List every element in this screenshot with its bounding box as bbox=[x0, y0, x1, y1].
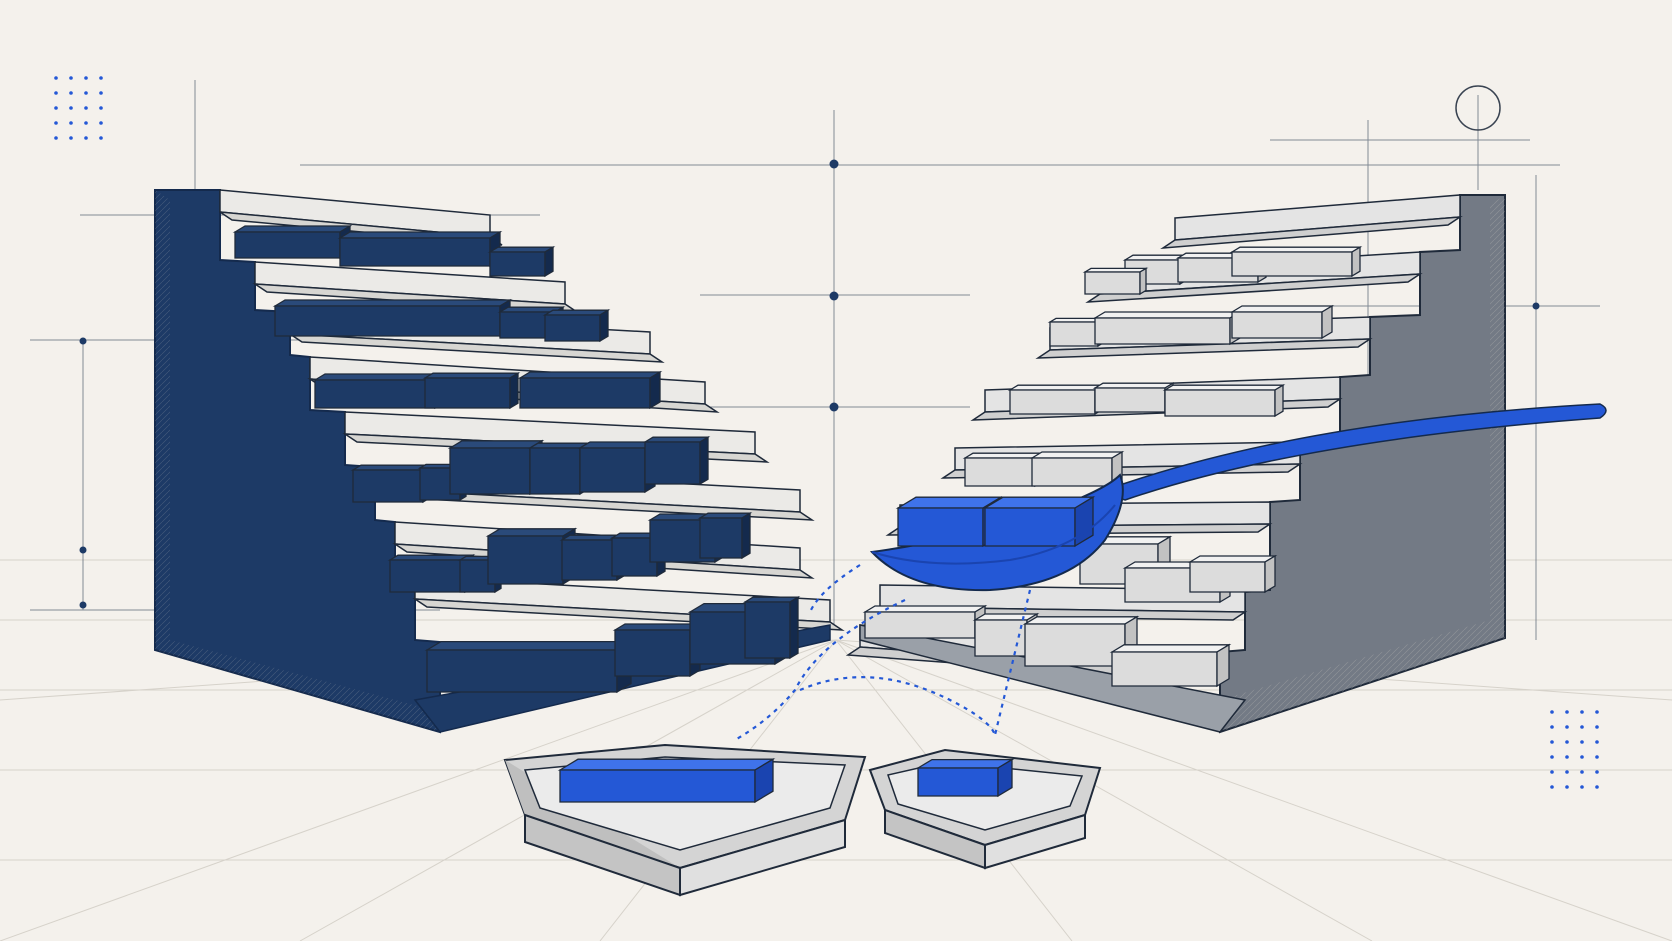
dot bbox=[84, 76, 88, 80]
dot bbox=[84, 121, 88, 125]
right-stair-ledge bbox=[1160, 216, 1463, 249]
gray-block bbox=[1082, 267, 1149, 296]
dot bbox=[1550, 725, 1554, 729]
dot bbox=[69, 121, 73, 125]
guide-nodes bbox=[79, 159, 1540, 609]
circle-outline-icon bbox=[1455, 85, 1501, 131]
dot bbox=[99, 91, 103, 95]
dot bbox=[1580, 770, 1584, 774]
navy-block bbox=[422, 372, 521, 410]
dot bbox=[99, 76, 103, 80]
dot bbox=[1550, 770, 1554, 774]
navy-block bbox=[487, 246, 556, 278]
navy-block bbox=[577, 440, 658, 494]
right-stair-ledge bbox=[1085, 273, 1423, 303]
navy-block bbox=[232, 224, 353, 260]
dot bbox=[1565, 785, 1569, 789]
dot bbox=[1580, 785, 1584, 789]
navy-block bbox=[337, 230, 503, 268]
dot bbox=[54, 121, 58, 125]
navy-block bbox=[527, 442, 591, 496]
dot bbox=[1580, 755, 1584, 759]
dot-grid-bottom-right bbox=[1550, 710, 1599, 789]
gray-block bbox=[1229, 304, 1335, 340]
dot bbox=[69, 136, 73, 140]
gray-block bbox=[1029, 450, 1125, 488]
dot bbox=[1565, 725, 1569, 729]
navy-block bbox=[612, 622, 703, 678]
dot bbox=[1550, 710, 1554, 714]
navy-block bbox=[742, 596, 801, 660]
gray-block bbox=[1092, 310, 1243, 346]
dot bbox=[84, 91, 88, 95]
dot bbox=[1580, 725, 1584, 729]
dot bbox=[69, 76, 73, 80]
dot bbox=[1580, 740, 1584, 744]
dot bbox=[54, 136, 58, 140]
blue-block bbox=[982, 496, 1096, 548]
dot bbox=[84, 106, 88, 110]
gray-block bbox=[862, 604, 988, 640]
gray-block bbox=[1092, 382, 1176, 414]
right-stair-ledge bbox=[1035, 338, 1373, 359]
left-stair-ledge bbox=[287, 333, 665, 363]
blue-scoop-icon bbox=[869, 403, 1607, 592]
gray-block bbox=[1162, 384, 1286, 418]
dot bbox=[69, 91, 73, 95]
dot bbox=[54, 106, 58, 110]
navy-block bbox=[642, 436, 711, 486]
dot-grid-top-left bbox=[54, 76, 103, 140]
dot bbox=[1565, 755, 1569, 759]
navy-block bbox=[697, 512, 753, 560]
gray-block bbox=[1109, 643, 1232, 688]
dot bbox=[99, 136, 103, 140]
dot bbox=[1565, 770, 1569, 774]
dot bbox=[1580, 710, 1584, 714]
blue-block bbox=[915, 758, 1015, 798]
navy-block bbox=[272, 298, 513, 338]
dot bbox=[1595, 725, 1599, 729]
navy-block bbox=[517, 370, 663, 410]
dot bbox=[99, 121, 103, 125]
blue-block bbox=[557, 758, 776, 804]
dot bbox=[1565, 740, 1569, 744]
dot bbox=[1595, 740, 1599, 744]
navy-block bbox=[542, 309, 611, 343]
left-staircase bbox=[154, 189, 845, 734]
tray-icon bbox=[503, 743, 1102, 897]
navy-block bbox=[350, 464, 434, 504]
right-staircase bbox=[845, 194, 1506, 734]
navy-block bbox=[387, 554, 476, 594]
dot bbox=[1565, 710, 1569, 714]
dot bbox=[99, 106, 103, 110]
dot bbox=[1595, 710, 1599, 714]
dot bbox=[69, 106, 73, 110]
gray-block bbox=[1007, 384, 1106, 416]
navy-block bbox=[447, 439, 545, 496]
dot bbox=[1595, 785, 1599, 789]
navy-block bbox=[424, 640, 634, 694]
gray-block bbox=[1187, 554, 1278, 594]
gray-block bbox=[1229, 246, 1363, 278]
dot bbox=[1595, 770, 1599, 774]
dot bbox=[1550, 740, 1554, 744]
dot bbox=[1595, 755, 1599, 759]
dot bbox=[1550, 785, 1554, 789]
dot bbox=[54, 76, 58, 80]
drop-trajectories bbox=[734, 564, 1032, 741]
dot bbox=[1550, 755, 1554, 759]
dot bbox=[84, 136, 88, 140]
dot bbox=[54, 91, 58, 95]
